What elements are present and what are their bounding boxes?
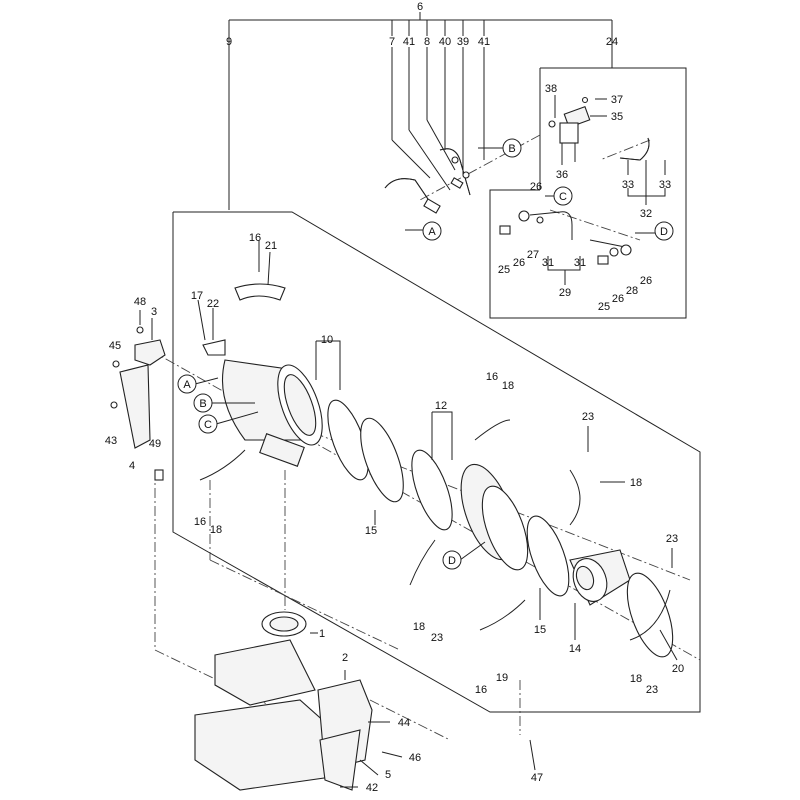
- callout-33: 33: [659, 179, 671, 191]
- callout-16: 16: [475, 684, 487, 696]
- callout-39: 39: [457, 36, 469, 48]
- callout-16: 16: [194, 516, 206, 528]
- callout-9: 9: [226, 36, 232, 48]
- ref-circle-c-doc: C: [198, 411, 259, 434]
- callout-10: 10: [321, 334, 333, 346]
- callout-29: 29: [559, 287, 571, 299]
- dpf-elements: [327, 399, 570, 597]
- callout-41: 41: [478, 36, 490, 48]
- callout-labels: 6 9 7 41 8 40 39 41 24 38 37 35 36 26 33…: [105, 1, 684, 794]
- callout-7: 7: [389, 36, 395, 48]
- callout-21: 21: [265, 240, 277, 252]
- callout-15: 15: [365, 525, 377, 537]
- callout-4: 4: [129, 460, 135, 472]
- engine-block-and-manifold: [194, 611, 373, 791]
- callout-18: 18: [502, 380, 514, 392]
- outlet-housing: [569, 549, 674, 658]
- ref-circle-c-sensor: C: [545, 186, 573, 206]
- callout-3: 3: [151, 306, 157, 318]
- main-assembly-outline: [172, 211, 701, 713]
- callout-23: 23: [666, 533, 678, 545]
- callout-46: 46: [409, 752, 421, 764]
- callout-32: 32: [640, 208, 652, 220]
- svg-text:C: C: [559, 191, 567, 203]
- hose-set: [384, 148, 471, 214]
- callout-36: 36: [556, 169, 568, 181]
- callout-23: 23: [646, 684, 658, 696]
- svg-text:A: A: [183, 379, 191, 391]
- callout-18: 18: [630, 673, 642, 685]
- callout-25: 25: [498, 264, 510, 276]
- callout-27: 27: [527, 249, 539, 261]
- callout-14: 14: [569, 643, 581, 655]
- callout-18: 18: [630, 477, 642, 489]
- svg-text:D: D: [660, 226, 668, 238]
- ref-circle-d-dpf: D: [442, 541, 486, 570]
- svg-text:A: A: [428, 226, 436, 238]
- callout-33: 33: [622, 179, 634, 191]
- ref-circle-b-doc: B: [193, 393, 255, 413]
- callout-44: 44: [398, 717, 410, 729]
- callout-23: 23: [431, 632, 443, 644]
- callout-45: 45: [109, 340, 121, 352]
- callout-26: 26: [530, 181, 542, 193]
- callout-26: 26: [612, 293, 624, 305]
- callout-42: 42: [366, 782, 378, 794]
- callout-22: 22: [207, 298, 219, 310]
- callout-8: 8: [424, 36, 430, 48]
- callout-35: 35: [611, 111, 623, 123]
- callout-5: 5: [385, 769, 391, 781]
- callout-37: 37: [611, 94, 623, 106]
- ref-circle-a-hose: A: [405, 221, 442, 241]
- pressure-sensor-bracket: [548, 96, 650, 162]
- callout-23: 23: [582, 411, 594, 423]
- callout-16: 16: [249, 232, 261, 244]
- clamp-halves: [199, 419, 671, 641]
- callout-28: 28: [626, 285, 638, 297]
- callout-47: 47: [531, 772, 543, 784]
- svg-text:D: D: [448, 555, 456, 567]
- leader-lines: [139, 95, 678, 788]
- svg-text:B: B: [508, 143, 515, 155]
- callout-43: 43: [105, 435, 117, 447]
- callout-18: 18: [413, 621, 425, 633]
- svg-text:B: B: [199, 398, 206, 410]
- callout-17: 17: [191, 290, 203, 302]
- doc-canister: [202, 283, 323, 467]
- top-bracket-lines: [228, 12, 613, 210]
- callout-31: 31: [574, 257, 586, 269]
- callout-41: 41: [403, 36, 415, 48]
- callout-19: 19: [496, 672, 508, 684]
- callout-49: 49: [149, 438, 161, 450]
- svg-text:C: C: [204, 419, 212, 431]
- callout-25: 25: [598, 301, 610, 313]
- callout-26: 26: [640, 275, 652, 287]
- callout-1: 1: [319, 628, 325, 640]
- ref-circle-b-hose: B: [478, 138, 522, 158]
- callout-18: 18: [210, 524, 222, 536]
- mounting-brackets-left: [110, 326, 166, 481]
- callout-16: 16: [486, 371, 498, 383]
- callout-24: 24: [606, 36, 618, 48]
- callout-48: 48: [134, 296, 146, 308]
- callout-20: 20: [672, 663, 684, 675]
- sensor-subassembly-box: [489, 67, 687, 319]
- callout-31: 31: [542, 257, 554, 269]
- callout-6: 6: [417, 1, 423, 13]
- callout-2: 2: [342, 652, 348, 664]
- temperature-sensors: [499, 210, 632, 265]
- ref-circle-d-sensor: D: [635, 221, 674, 241]
- callout-15: 15: [534, 624, 546, 636]
- callout-38: 38: [545, 83, 557, 95]
- callout-40: 40: [439, 36, 451, 48]
- callout-12: 12: [435, 400, 447, 412]
- ref-circle-a-doc: A: [177, 374, 219, 394]
- callout-26: 26: [513, 257, 525, 269]
